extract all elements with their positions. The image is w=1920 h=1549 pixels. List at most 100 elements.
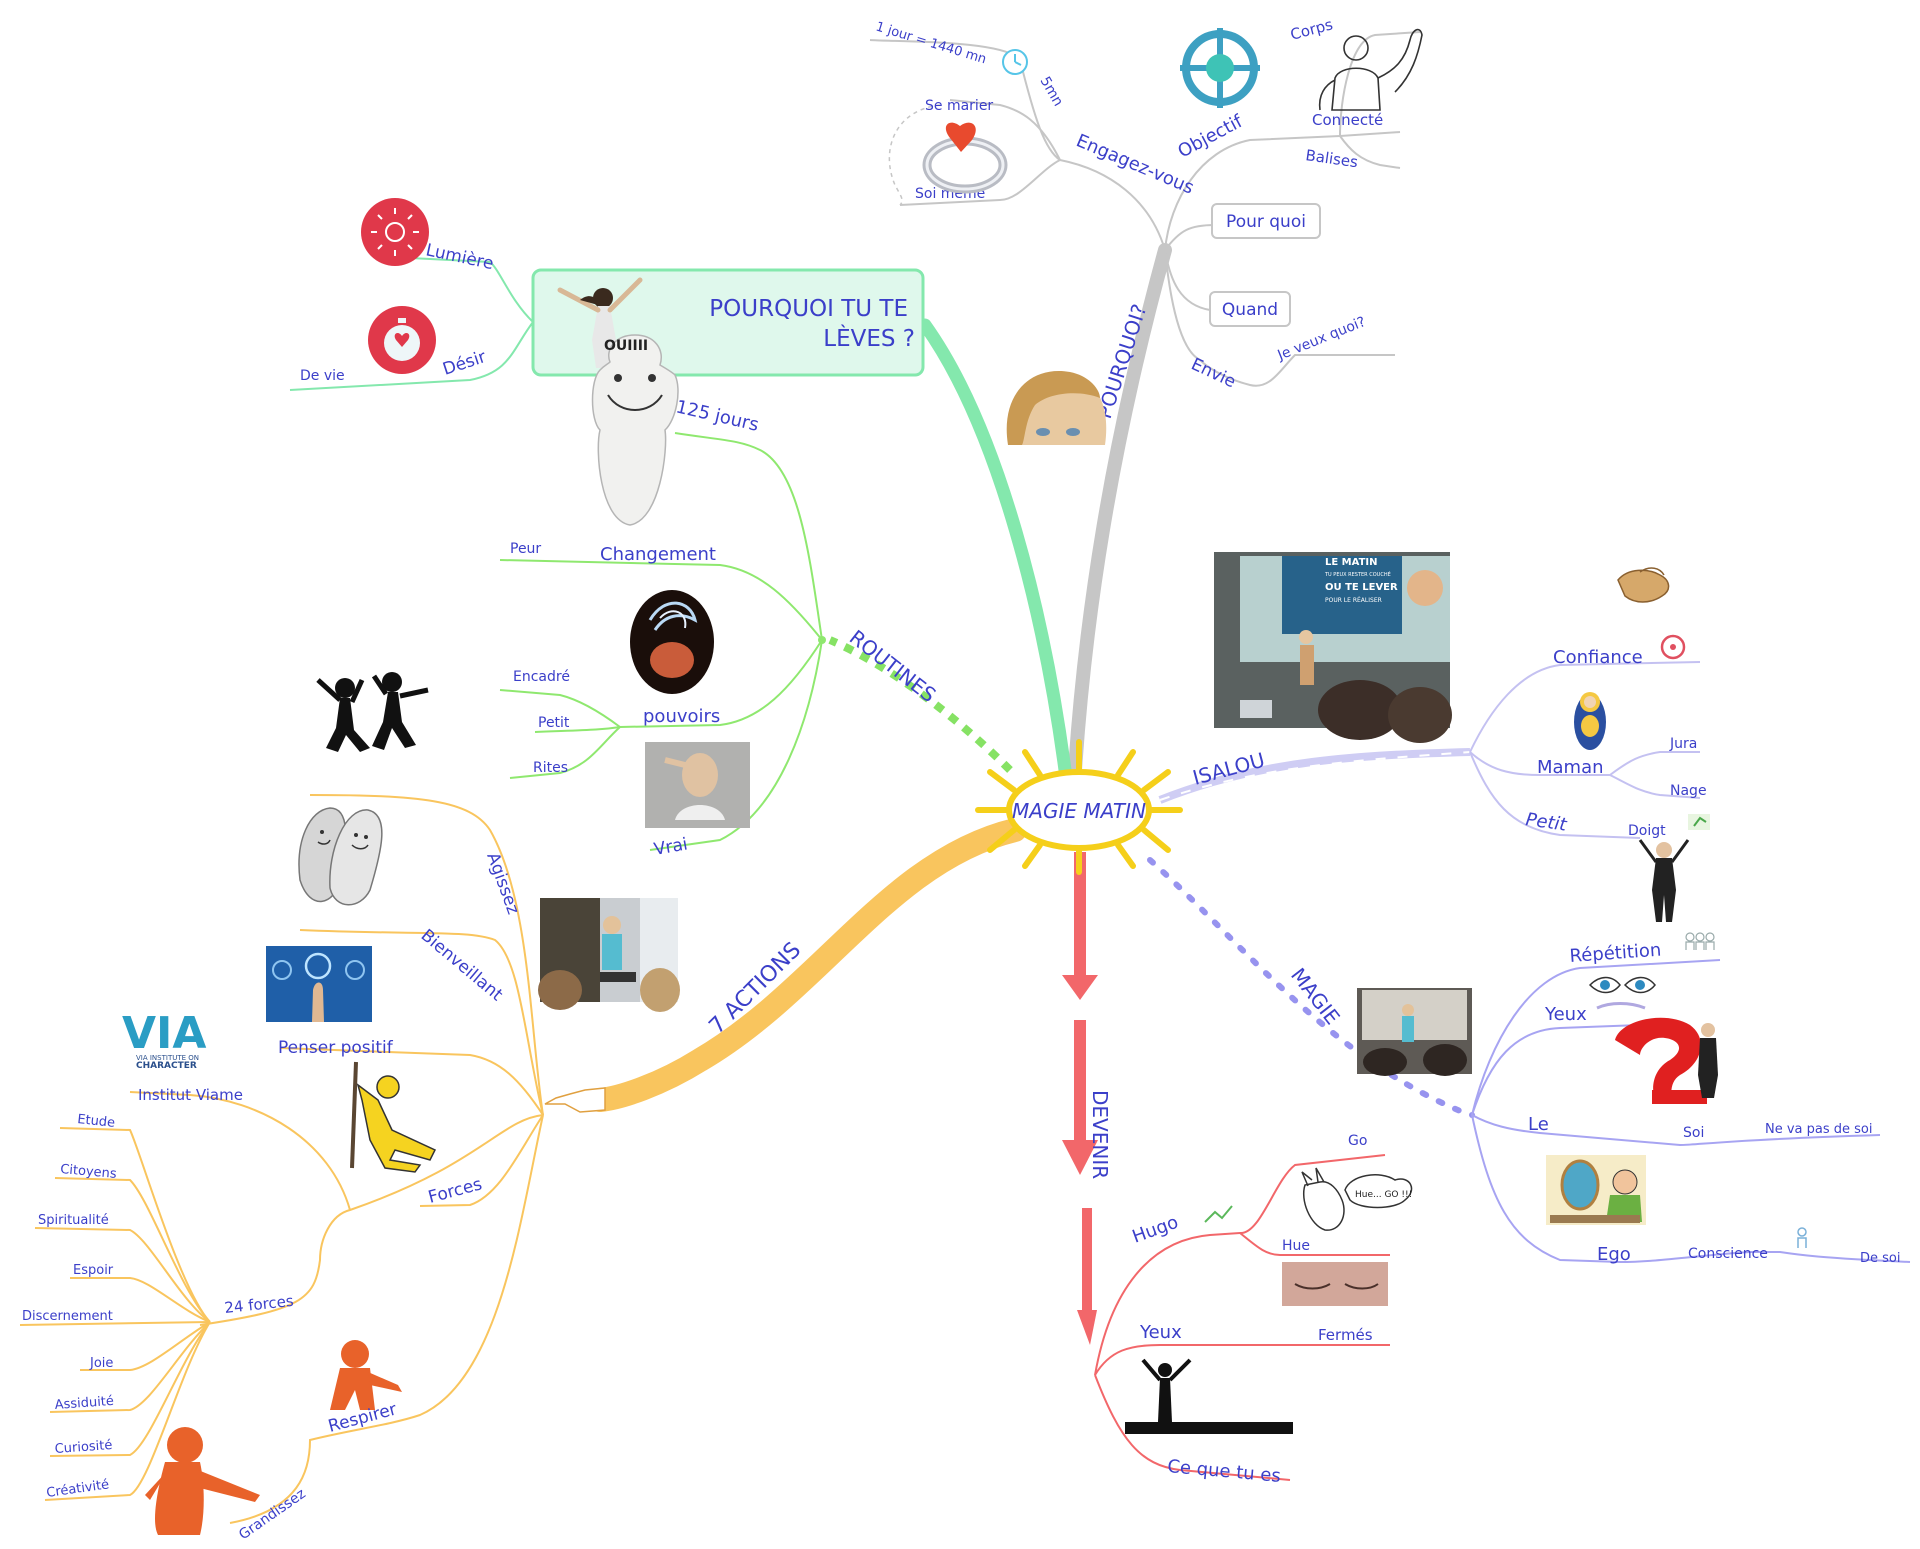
slide-line2: TU PEUX RESTER COUCHÉ [1324,570,1391,578]
five-min-label[interactable]: 5mn [1037,74,1067,109]
victory-silhouette-image [1125,1358,1293,1434]
one-day-label[interactable]: 1 jour = 1440 mn [874,19,988,67]
force-citoyens-label[interactable]: Citoyens [60,1162,118,1182]
thinking-man-image [645,742,750,828]
pushing-man-image [350,1061,437,1173]
go-label[interactable]: Go [1348,1133,1367,1149]
vrai-label[interactable]: Vrai [652,834,689,860]
woman-face-image [1006,370,1107,445]
isalou-label[interactable]: ISALOU [1190,748,1267,790]
nage-label[interactable]: Nage [1670,783,1707,799]
energy-hands-image [630,590,714,694]
repetition-label[interactable]: Répétition [1569,940,1662,967]
penser-positif-label[interactable]: Penser positif [278,1038,394,1058]
jours-label[interactable]: 125 jours [674,396,761,435]
agissez-label[interactable]: Agissez [482,850,523,917]
peur-label[interactable]: Peur [510,541,541,557]
de-vie-label[interactable]: De vie [300,368,345,384]
desir-label[interactable]: Désir [440,347,488,380]
target-icon [1180,28,1260,108]
objectif-label[interactable]: Objectif [1174,111,1246,163]
central-topic[interactable]: MAGIE MATIN [975,739,1183,875]
confiance-label[interactable]: Confiance [1553,647,1643,668]
closed-eyes-image [1282,1262,1388,1306]
soi-label[interactable]: Soi [1683,1125,1704,1141]
via-institute-logo: VIA VIA INSTITUTE ON CHARACTER [122,1008,206,1071]
ouiii-label: OUIIII [604,338,648,354]
ne-va-pas-label[interactable]: Ne va pas de soi [1765,1122,1873,1137]
force-curiosite-label[interactable]: Curiosité [54,1438,113,1457]
handshake-icon [1617,567,1670,603]
de-soi-label[interactable]: De soi [1860,1251,1900,1266]
encadre-label[interactable]: Encadré [513,669,570,685]
matryoshka-icon [1574,692,1606,750]
branch-routines: ROUTINES 125 jours OUIIII Changement Peu… [499,334,941,860]
via-logo-sub1: VIA INSTITUTE ON [136,1054,199,1062]
quand-node[interactable]: Quand [1209,291,1291,327]
le-label[interactable]: Le [1528,1114,1549,1135]
institut-viame-label[interactable]: Institut Viame [138,1086,243,1104]
heart-stopwatch-icon [368,306,436,374]
corps-label[interactable]: Corps [1288,15,1335,44]
lumiere-label[interactable]: Lumière [424,240,495,274]
routines-label[interactable]: ROUTINES [845,625,941,707]
ego-label[interactable]: Ego [1597,1244,1631,1265]
force-etude-label[interactable]: Etude [77,1112,116,1131]
jumping-people-image [316,672,429,752]
engagez-vous-label[interactable]: Engagez-vous [1073,130,1197,198]
trend-up-icon [1204,1205,1233,1223]
devenir-label[interactable]: DEVENIR [1088,1090,1112,1179]
force-joie-label[interactable]: Joie [89,1356,113,1371]
speaker-photo-image [1357,988,1472,1076]
rites-label[interactable]: Rites [533,760,568,776]
connector-pourquoi [1068,243,1172,777]
vingt-quatre-forces-label[interactable]: 24 forces [224,1292,295,1317]
petit-isalou-label[interactable]: Petit [1524,809,1569,836]
hugo-label[interactable]: Hugo [1130,1212,1182,1248]
mirror-cartoon-image [1546,1155,1646,1225]
pourquoi-tu-te-leves-line2: LÈVES ? [823,324,915,352]
slide-line4: POUR LE RÉALISER [1325,596,1382,604]
hue-label[interactable]: Hue [1282,1238,1310,1254]
devenir-arrow [1062,852,1098,1345]
envie-label[interactable]: Envie [1188,354,1239,392]
yeux-devenir-label[interactable]: Yeux [1139,1322,1182,1343]
pourquoi-tu-te-leves-node[interactable]: POURQUOI TU TE LÈVES ? [531,268,925,377]
pour-quoi-node[interactable]: Pour quoi [1211,203,1321,239]
ce-que-tu-es-label[interactable]: Ce que tu es [1167,1456,1282,1487]
question-mark-man-image [1615,1017,1718,1104]
pour-quoi-label: Pour quoi [1226,212,1306,232]
force-spiritualite-label[interactable]: Spiritualité [38,1213,109,1228]
bienveillant-label[interactable]: Bienveillant [417,926,507,1006]
pouvoirs-label[interactable]: pouvoirs [643,706,720,727]
via-logo-text: VIA [122,1008,206,1059]
slide-line3: OU TE LEVER [1325,582,1398,593]
quand-label: Quand [1222,300,1278,320]
slide-line1: LE MATIN [1325,557,1378,568]
muscle-man-icon [1318,28,1423,111]
branch-devenir: DEVENIR Hugo Go Hue Hue... GO !!! Yeux F… [1088,1090,1413,1487]
force-espoir-label[interactable]: Espoir [73,1263,114,1278]
petit-routines-label[interactable]: Petit [538,715,570,731]
conscience-label[interactable]: Conscience [1688,1246,1768,1262]
eyes-icon [1588,976,1656,1010]
connector-pourquoi-tu-te-leves [918,318,1072,777]
conference-photo-image [538,898,680,1012]
changement-label[interactable]: Changement [600,544,716,565]
branch-magie: MAGIE Répétition Yeux [1286,932,1911,1266]
doigt-label[interactable]: Doigt [1628,823,1666,839]
branch-isalou: ISALOU LE MATIN TU PEUX RESTER COUCHÉ OU… [1190,552,1710,922]
jura-label[interactable]: Jura [1669,736,1697,752]
businessman-image [1638,839,1690,922]
se-marier-label[interactable]: Se marier [925,98,993,114]
branch-pourquoi-tu-te-leves: POURQUOI TU TE LÈVES ? Lumiè [289,198,925,391]
connecte-label[interactable]: Connecté [1312,111,1383,129]
force-discernement-label[interactable]: Discernement [22,1309,113,1324]
yeux-magie-label[interactable]: Yeux [1544,1004,1587,1025]
smiley-touch-image [266,946,372,1022]
force-assiduite-label[interactable]: Assiduité [54,1394,114,1413]
fermes-label[interactable]: Fermés [1318,1326,1373,1344]
smiling-fingers-image [298,807,383,906]
maman-label[interactable]: Maman [1537,757,1604,778]
